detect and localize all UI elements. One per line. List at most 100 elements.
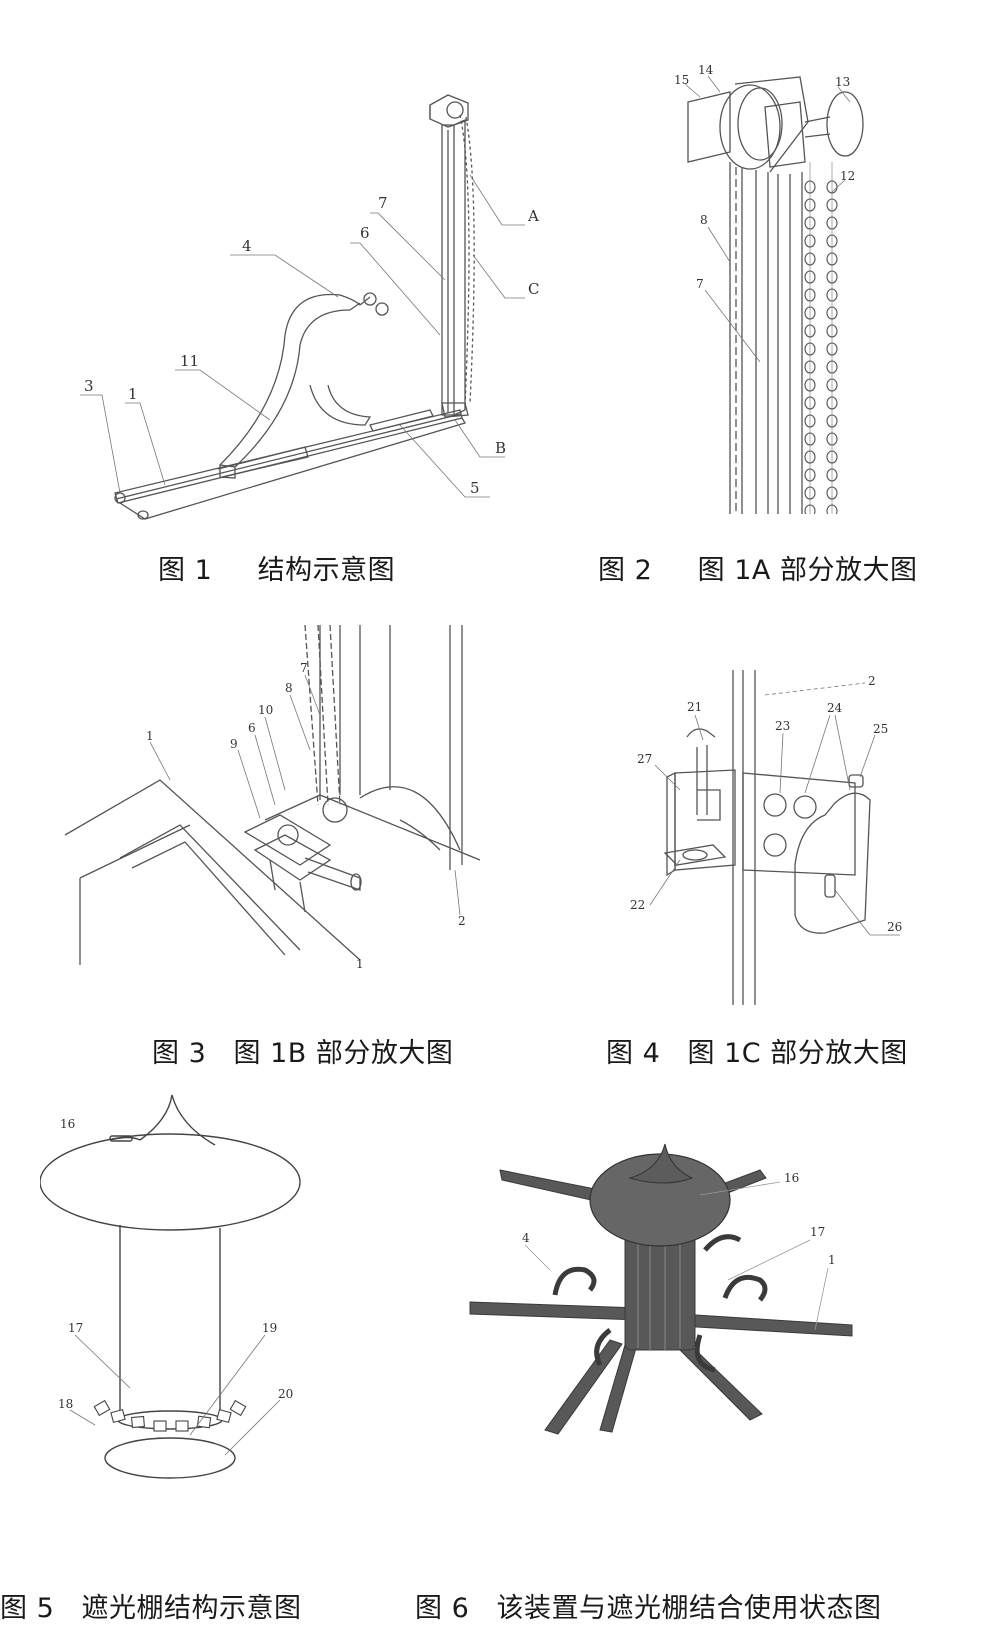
chain-bead: [804, 270, 816, 284]
fig4-label: 21: [687, 700, 702, 714]
chain-bead: [826, 306, 838, 320]
figure-6-caption: 图 6 该装置与遮光棚结合使用状态图: [415, 1593, 882, 1624]
fig6-label: 4: [522, 1231, 530, 1245]
figure-1: A C 7 6 4 11 3 1 5 B: [70, 85, 550, 535]
chain-bead: [804, 360, 816, 374]
chain-bead: [804, 486, 816, 500]
chain-bead: [804, 198, 816, 212]
chain-bead: [826, 396, 838, 410]
fig4-label: 2: [868, 674, 876, 688]
fig3-label: 1: [146, 729, 154, 743]
chain-bead: [826, 342, 838, 356]
figure-5-caption: 图 5 遮光棚结构示意图: [0, 1593, 302, 1624]
fig5-label: 20: [278, 1387, 293, 1401]
chain-bead: [826, 198, 838, 212]
pole-tab: [130, 1415, 146, 1429]
chain-bead: [804, 450, 816, 464]
fig6-label: 1: [828, 1253, 836, 1267]
fig6-label: 16: [784, 1171, 799, 1185]
chain-bead: [826, 216, 838, 230]
fig3-label: 9: [230, 737, 238, 751]
pole-tab: [216, 1408, 232, 1424]
figure-3-labels: 7 8 1 10 9 6 2 1: [146, 661, 466, 970]
fig4-label: 25: [873, 722, 888, 736]
fig2-label: 8: [700, 213, 708, 227]
chain-bead: [826, 432, 838, 446]
figure-4-caption: 图 4 图 1C 部分放大图: [606, 1038, 908, 1069]
chain-bead: [804, 306, 816, 320]
chain-bead: [826, 486, 838, 500]
fig2-label: 7: [696, 277, 704, 291]
fig3-label: 6: [248, 721, 256, 735]
fig3-label: 7: [300, 661, 308, 675]
chain-bead: [804, 414, 816, 428]
chain-bead: [804, 342, 816, 356]
figure-1-caption: 图 1 结构示意图: [158, 555, 396, 586]
chain-bead: [804, 288, 816, 302]
fig5-label: 17: [68, 1321, 83, 1335]
fig4-label: 27: [637, 752, 652, 766]
pole-tab: [196, 1415, 212, 1429]
figure-5-labels: 16 17 19 18 20: [58, 1117, 293, 1411]
chain-bead: [804, 396, 816, 410]
fig5-label: 16: [60, 1117, 75, 1131]
fig2-label: 14: [698, 63, 714, 77]
chain-bead: [804, 252, 816, 266]
fig2-label: 13: [835, 75, 850, 89]
fig1-label: 1: [128, 385, 138, 403]
chain-bead: [804, 216, 816, 230]
figure-6-drawing: 16 4 17 1: [469, 1143, 853, 1435]
chain-bead: [826, 252, 838, 266]
chain-bead: [804, 432, 816, 446]
chain-bead: [804, 324, 816, 338]
pole-tab: [93, 1399, 111, 1417]
bead-chain: [809, 162, 833, 514]
fig1-label: 4: [242, 237, 252, 255]
figure-2-labels: 15 14 13 12 8 7: [674, 63, 855, 291]
figure-2-drawing: 15 14 13 12 8 7: [674, 63, 864, 514]
figure-5-drawing: 16 17 19 18 20: [40, 1094, 301, 1479]
figure-6-labels: 16 4 17 1: [522, 1171, 836, 1267]
figure-3-caption: 图 3 图 1B 部分放大图: [152, 1038, 454, 1069]
figure-6: 16 4 17 1: [460, 1130, 860, 1450]
figure-2-caption: 图 2 图 1A 部分放大图: [598, 555, 918, 586]
pole-tab: [175, 1420, 189, 1432]
fig1-label: 5: [470, 479, 480, 497]
fig1-label: 7: [378, 194, 388, 212]
pole-tab: [110, 1408, 126, 1424]
chain-bead: [826, 288, 838, 302]
fig1-label: 3: [84, 377, 94, 395]
figure-4-drawing: 2 21 27 23 24 25 22 26: [630, 670, 902, 1005]
chain-bead: [804, 504, 816, 514]
fig5-label: 18: [58, 1397, 73, 1411]
figure-5: 16 17 19 18 20: [40, 1090, 340, 1490]
fig2-label: 12: [840, 169, 855, 183]
fig6-label: 17: [810, 1225, 825, 1239]
chain-bead: [826, 234, 838, 248]
fig4-label: 24: [827, 701, 843, 715]
fig5-label: 19: [262, 1321, 277, 1335]
pole-tab: [153, 1420, 167, 1432]
figure-4: 2 21 27 23 24 25 22 26: [625, 665, 925, 1005]
fig4-label: 22: [630, 898, 645, 912]
fig3-label: 8: [285, 681, 293, 695]
figure-3: 7 8 1 10 9 6 2 1: [60, 620, 480, 970]
figure-1-labels: A C 7 6 4 11 3 1 5 B: [84, 194, 539, 497]
fig4-label: 23: [775, 719, 790, 733]
fig3-label: 1: [356, 957, 364, 970]
fig2-label: 15: [674, 73, 689, 87]
pole-tab: [229, 1399, 247, 1417]
figure-1-drawing: A C 7 6 4 11 3 1 5 B: [80, 94, 539, 520]
chain-bead: [826, 414, 838, 428]
chain-bead: [804, 378, 816, 392]
chain-bead: [826, 468, 838, 482]
fig1-label: C: [528, 280, 539, 298]
chain-bead: [826, 450, 838, 464]
chain-bead: [804, 234, 816, 248]
chain-bead: [826, 270, 838, 284]
fig1-label: 11: [180, 352, 199, 370]
figure-4-labels: 2 21 27 23 24 25 22 26: [630, 674, 902, 934]
chain-bead: [804, 468, 816, 482]
fig3-label: 10: [258, 703, 273, 717]
figure-2: 15 14 13 12 8 7: [660, 62, 900, 514]
